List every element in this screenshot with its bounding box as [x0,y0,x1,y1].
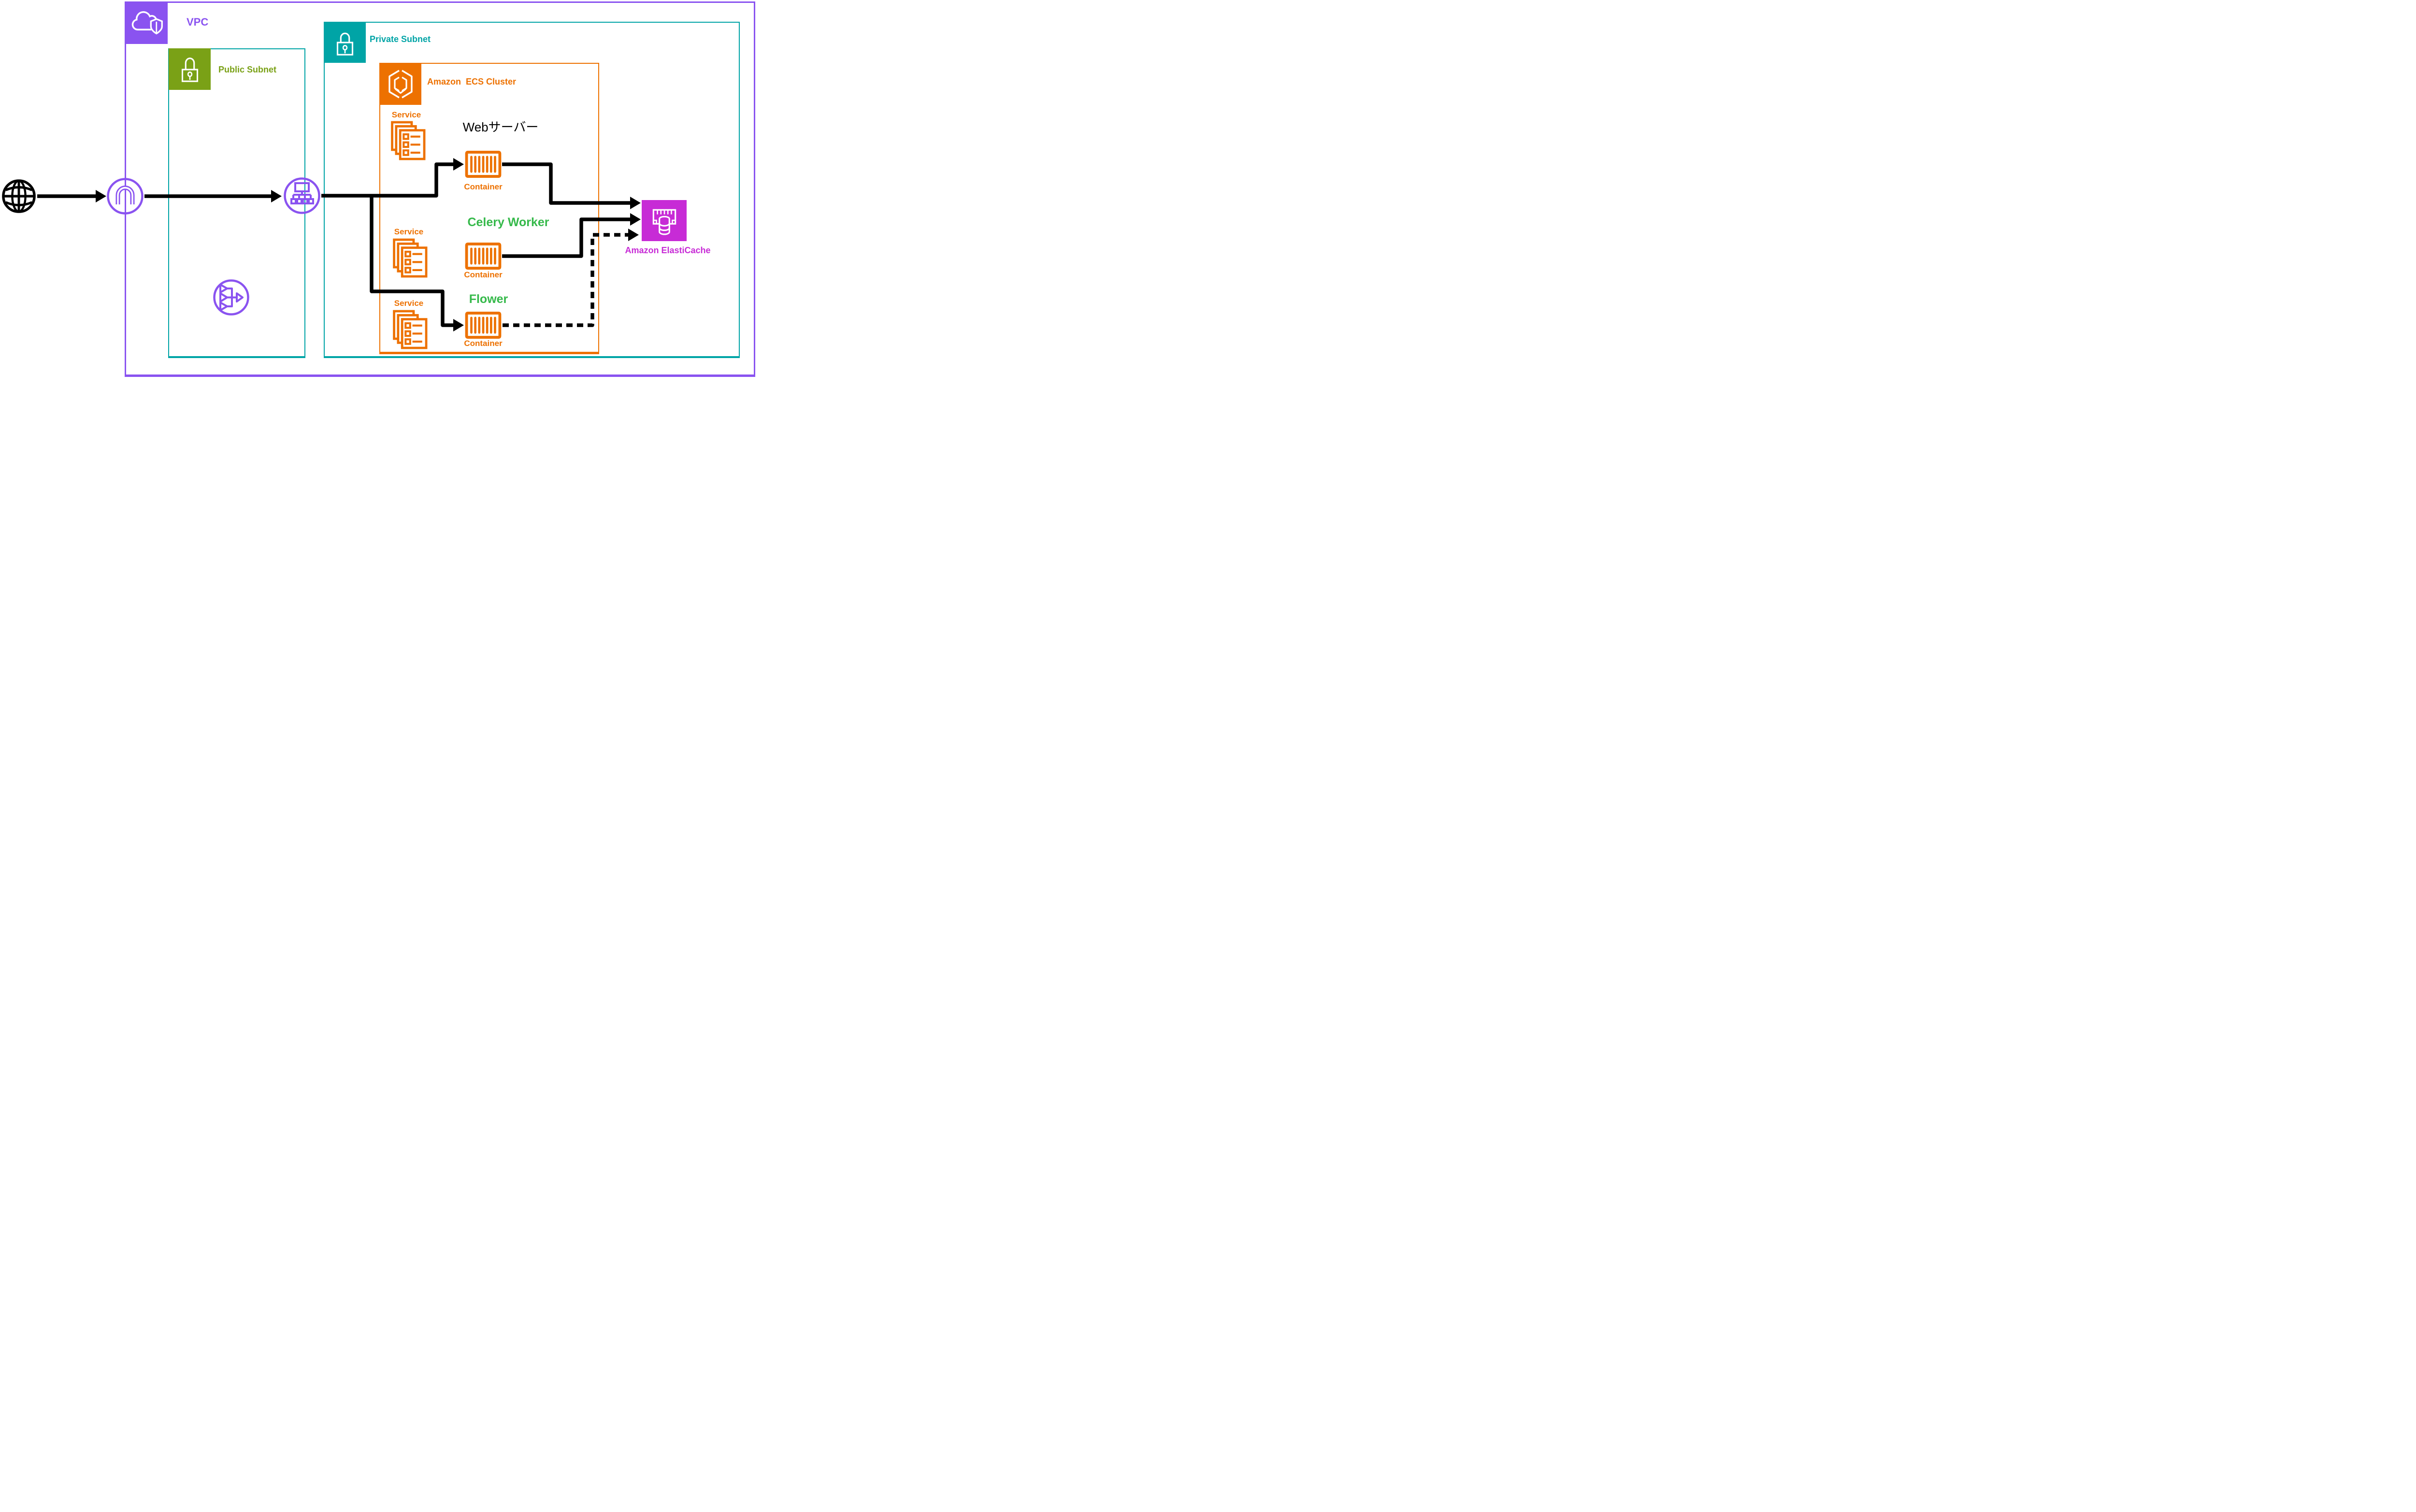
vpc-label: VPC [187,16,209,28]
load-balancer-icon [283,177,321,215]
architecture-diagram: VPC Public Subnet Private Subnet Amazon … [0,0,758,379]
service-label: Service [391,110,421,119]
elasticache-label: Amazon ElastiCache [625,245,711,255]
ecs-cluster-icon [379,63,421,105]
container-label: Container [464,339,503,348]
container-icon [465,243,502,270]
flower-title: Flower [469,292,508,306]
container-label: Container [464,182,503,191]
celery-worker-title: Celery Worker [467,216,549,229]
elasticache-chip-db-icon [652,209,676,235]
elasticache-icon [642,200,687,241]
service-label: Service [394,227,424,236]
service-label: Service [394,299,424,308]
closed-lock-icon [336,32,353,56]
container-icon [465,312,502,339]
public-subnet-label: Public Subnet [218,65,277,74]
open-lock-icon [181,58,198,82]
web-server-title: Webサーバー [462,120,539,134]
private-subnet-icon [324,22,366,63]
vpc-cloud-shield-icon [131,11,163,35]
container-label: Container [464,270,503,279]
nat-gateway-icon [213,279,250,316]
public-subnet-icon [169,48,211,90]
vpc-icon [125,1,168,44]
ecs-hexagon-icon [388,70,413,98]
container-icon [465,151,502,178]
ecs-cluster-label: Amazon ECS Cluster [427,77,517,86]
private-subnet-label: Private Subnet [370,34,431,44]
globe-icon [1,178,37,215]
service-tasklist-icon [392,309,429,350]
service-tasklist-icon [392,238,429,278]
service-tasklist-icon [390,121,427,160]
internet-gateway-icon [106,177,144,215]
